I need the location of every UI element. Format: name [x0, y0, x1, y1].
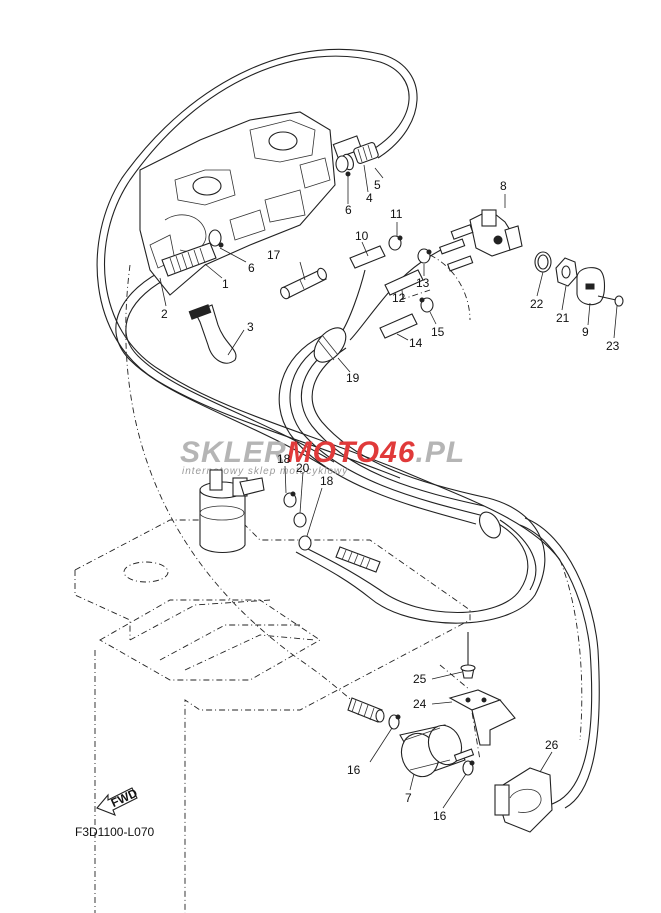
clamp-11 [388, 235, 403, 251]
hose-12 [384, 269, 424, 296]
bundle-band-19 [313, 327, 347, 363]
callout-18-upper: 18 [277, 452, 291, 466]
screw-23 [597, 295, 624, 307]
breather-hose-main [115, 267, 335, 471]
callout-19: 19 [346, 371, 360, 385]
fuel-hose-upper-loop [96, 48, 561, 561]
callout-22: 22 [530, 297, 544, 311]
callout-9: 9 [582, 325, 589, 339]
fuel-filter-7 [399, 724, 475, 778]
callout-21: 21 [556, 311, 570, 325]
fwd-arrow-icon: FWD [96, 786, 140, 816]
callout-10: 10 [355, 229, 369, 243]
callout-labels: 5 4 6 6 1 2 3 17 8 11 10 13 12 15 14 19 … [161, 178, 620, 823]
callout-3: 3 [247, 320, 254, 334]
diagram-code: F3D1100-L070 [75, 825, 154, 839]
clamp-6-lower [208, 229, 224, 248]
filler-neck [199, 469, 265, 554]
callout-26: 26 [545, 738, 559, 752]
callout-5: 5 [374, 178, 381, 192]
joint-17 [280, 267, 327, 300]
callout-15: 15 [431, 325, 445, 339]
hose-10 [349, 245, 386, 269]
callout-17: 17 [267, 248, 281, 262]
rivet-25 [460, 632, 476, 679]
holder-26 [494, 767, 553, 833]
clamp-16-upper [388, 714, 401, 730]
callout-1: 1 [222, 277, 229, 291]
callout-25: 25 [413, 672, 427, 686]
clamp-18-b [298, 535, 312, 551]
clamp-18-a [283, 491, 297, 508]
clamp-15 [419, 297, 434, 313]
carburetor-assembly [139, 111, 363, 296]
callout-16-left: 16 [347, 763, 361, 777]
callout-14: 14 [409, 336, 423, 350]
fuel-tank [74, 519, 471, 913]
corrugated-hose-lower [335, 546, 381, 573]
watermark: SKLERMOTO46.PL internetowy sklep motocyk… [180, 436, 465, 477]
watermark-tagline: internetowy sklep motocyklowy [182, 466, 348, 477]
callout-13: 13 [416, 276, 430, 290]
dash-line-bundle [125, 254, 583, 761]
o-ring-22 [534, 251, 552, 273]
hose-14 [379, 313, 418, 339]
corrugated-hose-2 [161, 242, 217, 277]
nut-21 [555, 257, 578, 287]
callout-2: 2 [161, 307, 168, 321]
leader-lines [159, 164, 618, 809]
callout-16-right: 16 [433, 809, 447, 823]
band-near-bundle-end [478, 511, 502, 539]
fuel-cock-8 [438, 209, 523, 272]
callout-8: 8 [500, 179, 507, 193]
callout-12: 12 [392, 291, 406, 305]
clamp-16-lower [462, 760, 475, 776]
callout-20: 20 [296, 461, 310, 475]
hose-clip-3 [188, 304, 237, 364]
callout-11: 11 [390, 207, 403, 221]
watermark-brand: SKLERMOTO46.PL [180, 436, 465, 469]
callout-23: 23 [606, 339, 620, 353]
callout-7: 7 [405, 791, 412, 805]
clamp-13 [417, 248, 432, 264]
corrugated-hose-end [347, 697, 385, 723]
callout-6-lower: 6 [248, 261, 255, 275]
callout-6-upper: 6 [345, 203, 352, 217]
hose-end-fitting-5 [353, 142, 379, 164]
callout-18-lower: 18 [320, 474, 334, 488]
clamp-20 [293, 512, 307, 528]
callout-24: 24 [413, 697, 427, 711]
fwd-label: FWD [109, 786, 140, 810]
callout-4: 4 [366, 191, 373, 205]
clamp-6-upper [335, 155, 351, 177]
knob-9 [576, 267, 606, 306]
bracket-24 [448, 689, 516, 746]
